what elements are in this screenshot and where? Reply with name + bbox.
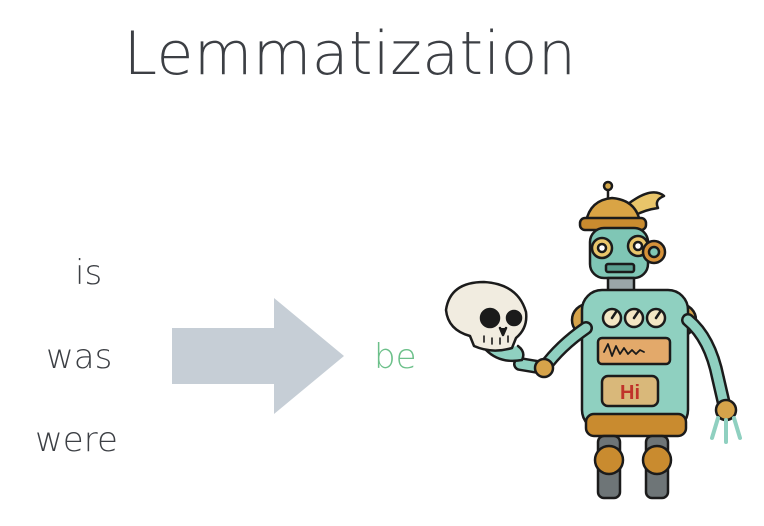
robot-badge-text: Hi (620, 382, 640, 404)
source-word-were: were (35, 420, 118, 460)
source-word-is: is (75, 253, 103, 293)
right-arrow-icon (172, 298, 344, 414)
source-word-was: was (46, 337, 113, 377)
slide-title: Lemmatization (123, 19, 577, 89)
lemma-word-be: be (374, 337, 417, 377)
robot-holding-skull-illustration: Hi (444, 180, 742, 500)
